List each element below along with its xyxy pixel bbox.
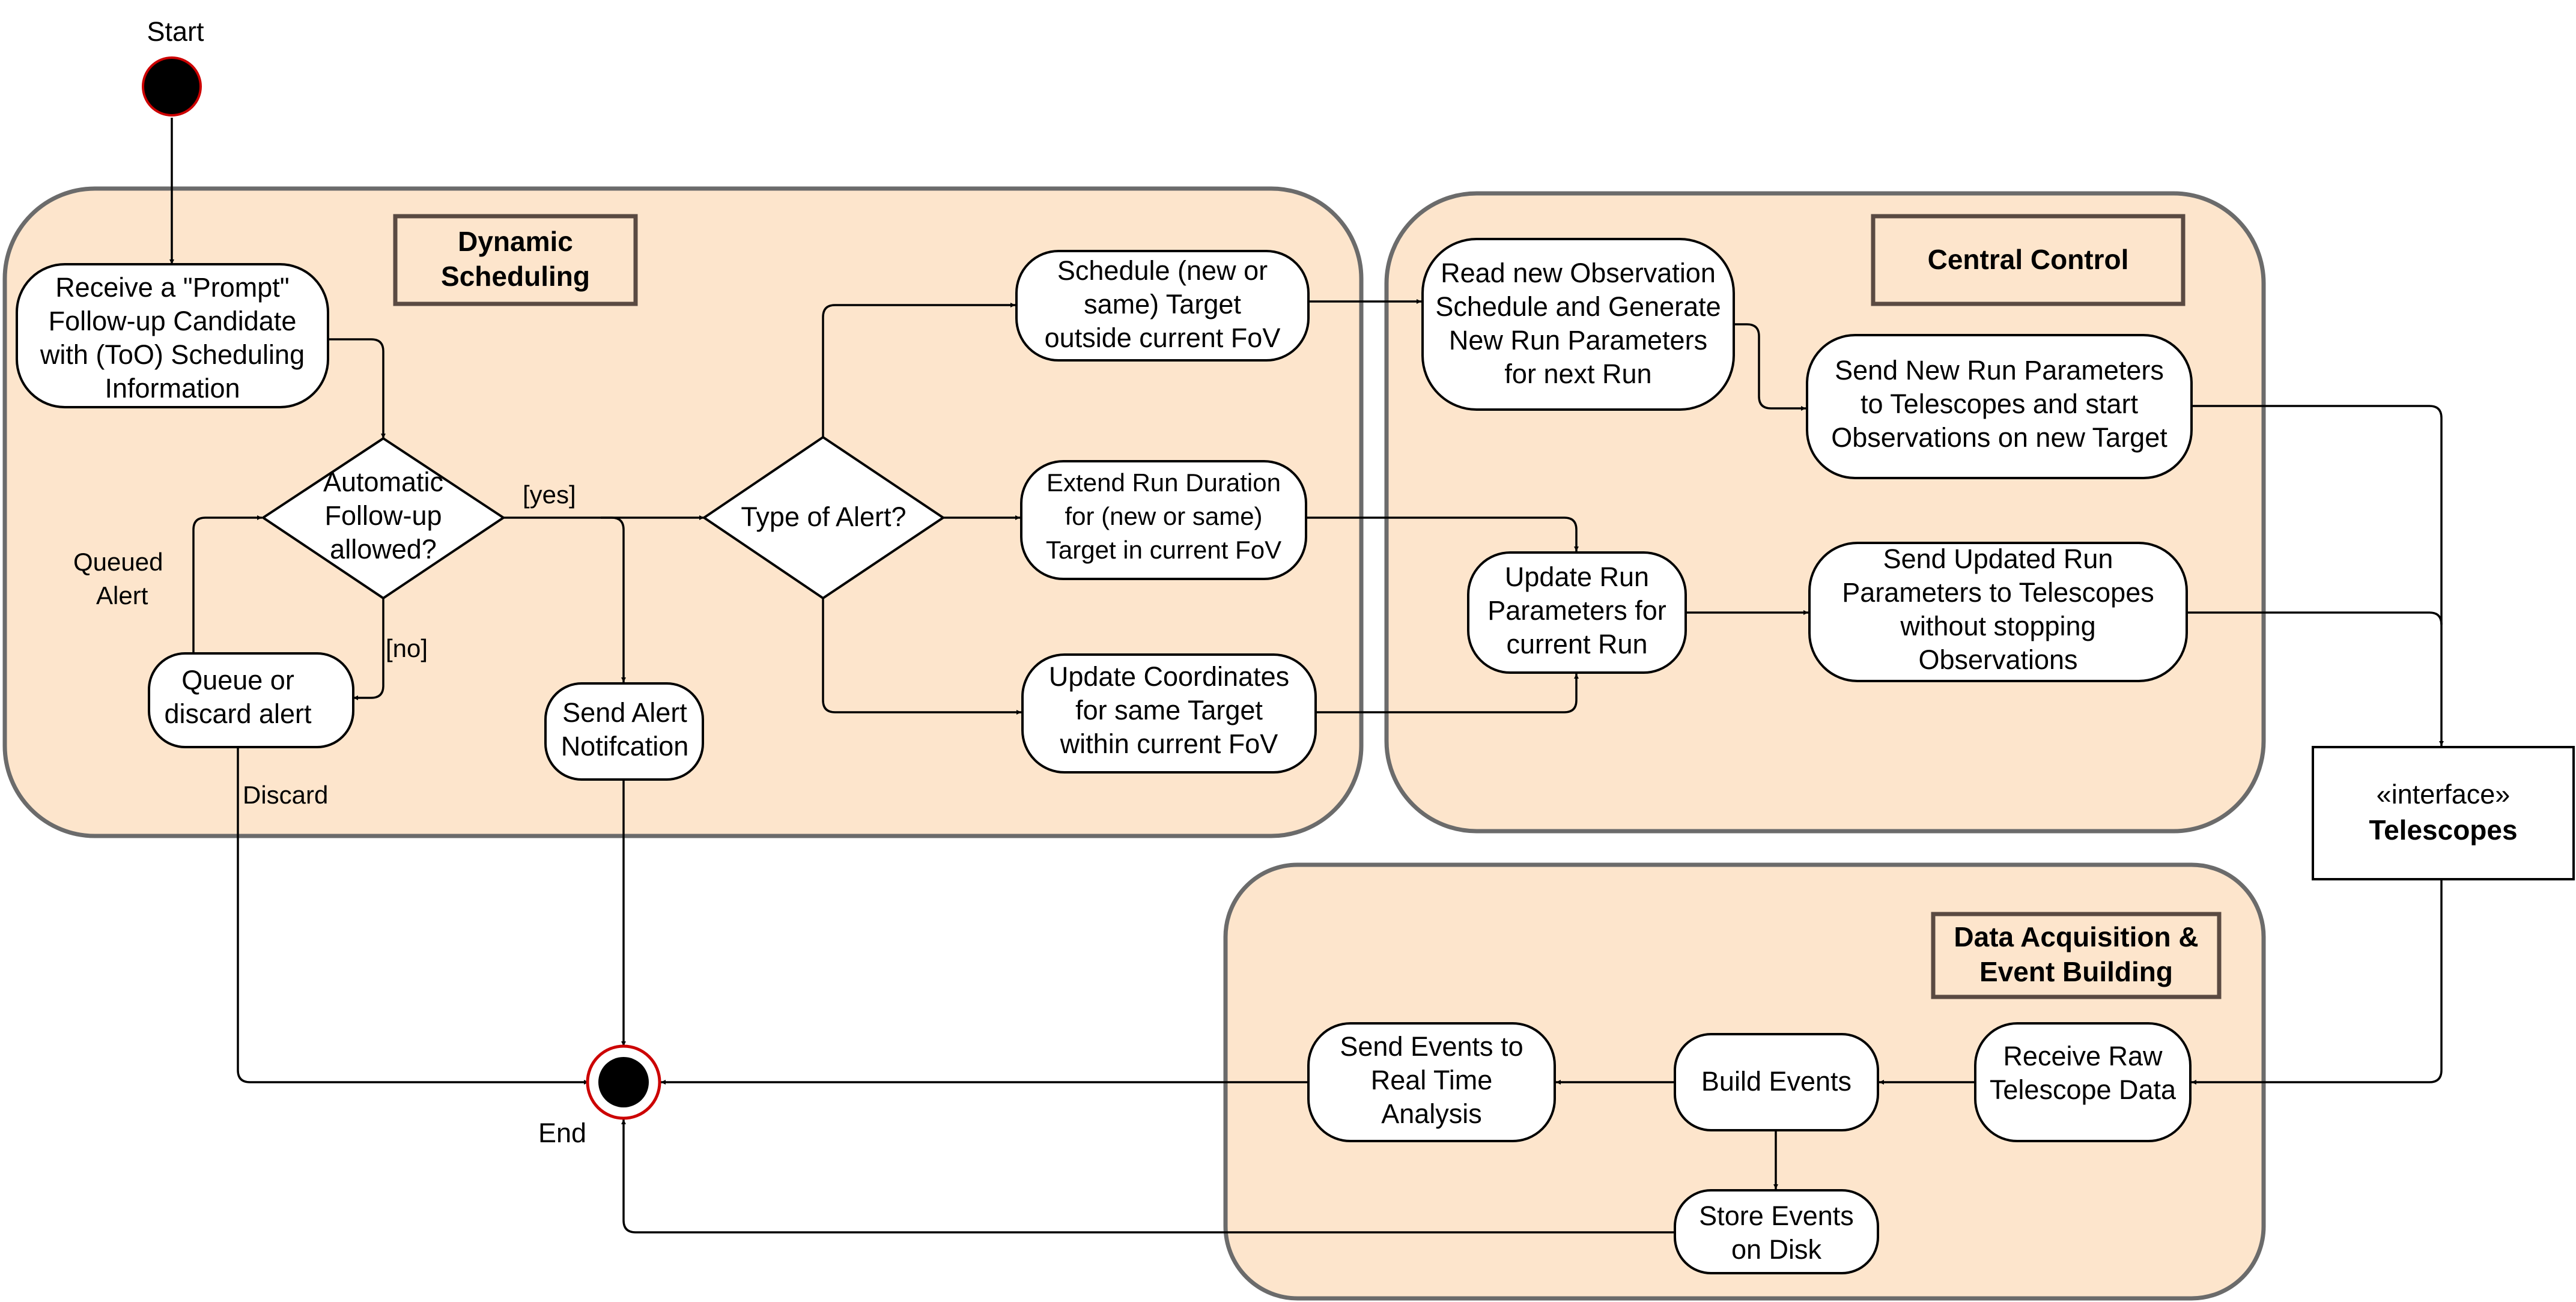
start-node: Start	[142, 16, 204, 117]
start-label: Start	[147, 16, 204, 47]
auto-followup-line1: Automatic	[323, 467, 443, 497]
read-schedule-line2: Schedule and Generate	[1435, 291, 1721, 322]
node-receive-prompt: Receive a "Prompt" Follow-up Candidate w…	[16, 263, 329, 408]
receive-raw-line2: Telescope Data	[1990, 1074, 2177, 1105]
dynamic-scheduling-title-line1: Dynamic	[458, 226, 573, 257]
node-update-run-params: Update Run Parameters for current Run	[1467, 551, 1687, 674]
type-of-alert-label: Type of Alert?	[741, 501, 906, 532]
auto-followup-line3: allowed?	[330, 534, 437, 565]
auto-followup-line2: Follow-up	[324, 500, 442, 531]
send-updated-params-line1: Send Updated Run	[1883, 544, 2113, 574]
edge-label-queued-line2: Alert	[96, 581, 148, 610]
send-updated-params-line2: Parameters to Telescopes	[1842, 577, 2154, 608]
send-alert-line1: Send Alert	[562, 697, 687, 728]
build-events-label: Build Events	[1701, 1066, 1852, 1097]
send-updated-params-line3: without stopping	[1900, 611, 2095, 641]
node-queue-discard: Queue or discard alert	[148, 652, 354, 748]
receive-prompt-line4: Information	[105, 373, 240, 404]
end-label: End	[538, 1118, 586, 1148]
send-events-rta-line1: Send Events to	[1340, 1031, 1523, 1062]
node-send-new-params: Send New Run Parameters to Telescopes an…	[1806, 334, 2193, 479]
send-new-params-line2: to Telescopes and start	[1861, 389, 2138, 419]
update-coords-line2: for same Target	[1075, 695, 1263, 725]
data-acquisition-title-line2: Event Building	[1979, 956, 2173, 987]
receive-prompt-line1: Receive a "Prompt"	[55, 272, 290, 303]
queue-discard-line2: discard alert	[164, 698, 312, 729]
telescopes-name: Telescopes	[2369, 814, 2517, 846]
edge-label-queued-line1: Queued	[73, 548, 163, 576]
central-control-title: Central Control	[1871, 214, 2186, 306]
central-control-title-line1: Central Control	[1928, 244, 2129, 275]
node-read-schedule: Read new Observation Schedule and Genera…	[1421, 238, 1735, 411]
node-extend-run: Extend Run Duration for (new or same) Ta…	[1020, 460, 1307, 580]
extend-run-line1: Extend Run Duration	[1046, 468, 1281, 497]
read-schedule-line4: for next Run	[1504, 359, 1651, 389]
update-coords-line3: within current FoV	[1060, 728, 1278, 759]
read-schedule-line1: Read new Observation	[1441, 258, 1716, 288]
schedule-target-line3: outside current FoV	[1045, 322, 1281, 353]
extend-run-line2: for (new or same)	[1065, 502, 1262, 530]
end-node: End	[538, 1044, 661, 1148]
send-new-params-line3: Observations on new Target	[1831, 422, 2167, 453]
receive-prompt-line3: with (ToO) Scheduling	[40, 339, 305, 370]
dynamic-scheduling-title-line2: Scheduling	[441, 261, 590, 292]
send-updated-params-line4: Observations	[1918, 644, 2077, 675]
node-store-events: Store Events on Disk	[1674, 1189, 1879, 1274]
store-events-line2: on Disk	[1731, 1234, 1822, 1265]
node-update-coords: Update Coordinates for same Target withi…	[1021, 653, 1317, 774]
send-alert-line2: Notifcation	[561, 731, 689, 762]
node-build-events: Build Events	[1674, 1033, 1879, 1131]
store-events-line1: Store Events	[1699, 1201, 1854, 1231]
update-run-params-line3: current Run	[1506, 629, 1647, 659]
read-schedule-line3: New Run Parameters	[1449, 325, 1707, 356]
queue-discard-line1: Queue or	[181, 665, 294, 695]
decision-auto-followup: Automatic Follow-up allowed?	[261, 437, 506, 600]
receive-prompt-line2: Follow-up Candidate	[49, 306, 297, 336]
decision-type-of-alert: Type of Alert?	[702, 435, 946, 600]
node-send-updated-params: Send Updated Run Parameters to Telescope…	[1808, 542, 2188, 682]
extend-run-line3: Target in current FoV	[1046, 536, 1281, 564]
node-send-alert: Send Alert Notifcation	[544, 682, 704, 781]
node-receive-raw: Receive Raw Telescope Data	[1974, 1022, 2192, 1142]
edge-label-no: [no]	[386, 634, 428, 662]
edge-label-yes: [yes]	[523, 480, 576, 509]
schedule-target-line2: same) Target	[1084, 289, 1241, 319]
send-events-rta-line2: Real Time	[1371, 1065, 1493, 1095]
update-coords-line1: Update Coordinates	[1049, 661, 1289, 692]
data-acquisition-title-line1: Data Acquisition &	[1954, 921, 2198, 952]
dynamic-scheduling-title: Dynamic Scheduling	[393, 214, 638, 306]
node-schedule-target: Schedule (new or same) Target outside cu…	[1015, 250, 1310, 362]
update-run-params-line1: Update Run	[1505, 562, 1649, 592]
send-new-params-line1: Send New Run Parameters	[1835, 355, 2164, 386]
update-run-params-line2: Parameters for	[1487, 595, 1666, 626]
edge-label-discard: Discard	[243, 781, 328, 809]
node-send-events-rta: Send Events to Real Time Analysis	[1307, 1022, 1556, 1142]
data-acquisition-title: Data Acquisition & Event Building	[1931, 912, 2222, 999]
interface-telescopes: «interface» Telescopes	[2312, 746, 2575, 880]
telescopes-stereotype: «interface»	[2377, 779, 2511, 810]
receive-raw-line1: Receive Raw	[2003, 1041, 2163, 1071]
schedule-target-line1: Schedule (new or	[1057, 255, 1268, 286]
send-events-rta-line3: Analysis	[1381, 1098, 1482, 1129]
